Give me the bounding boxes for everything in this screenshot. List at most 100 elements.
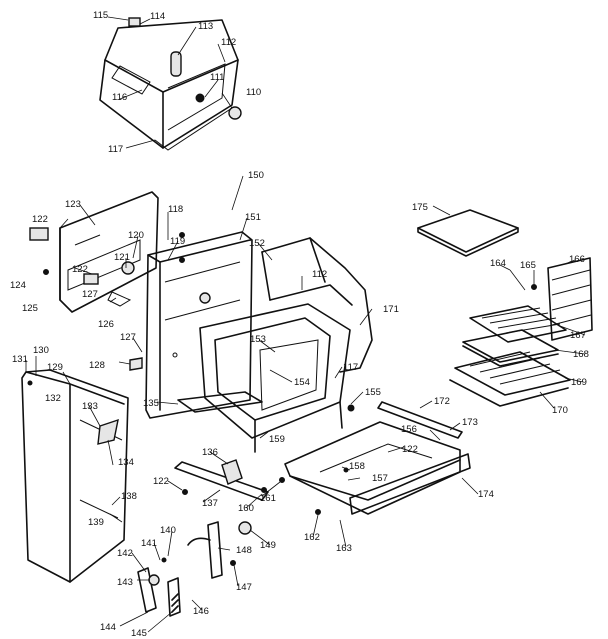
bottom-trim-135 <box>177 391 263 413</box>
screw-124 <box>43 269 49 275</box>
oven-wrapper <box>261 237 373 373</box>
label-122-panel: 122 <box>72 264 88 275</box>
oven-rack-166 <box>547 257 593 341</box>
label-168: 168 <box>573 349 589 360</box>
label-112-wrapper: 112 <box>312 269 327 280</box>
screw-119 <box>179 257 185 263</box>
label-149: 149 <box>260 540 276 551</box>
label-165: 165 <box>520 260 536 271</box>
label-151: 151 <box>245 212 261 223</box>
rail-137 <box>174 461 269 501</box>
label-123: 123 <box>65 199 81 210</box>
broiler-grid-167 <box>469 305 567 343</box>
label-173: 173 <box>462 417 478 428</box>
label-111: 111 <box>210 72 224 83</box>
label-122-clock: 122 <box>32 214 48 225</box>
label-134: 134 <box>118 457 134 468</box>
label-160: 160 <box>238 503 254 514</box>
label-140: 140 <box>160 525 176 536</box>
bracket-126 <box>107 291 132 307</box>
label-166: 166 <box>569 254 585 265</box>
label-153: 153 <box>250 334 266 345</box>
label-154: 154 <box>294 377 310 388</box>
screw-165 <box>531 284 537 290</box>
label-125: 125 <box>22 303 38 314</box>
label-142: 142 <box>117 548 133 559</box>
label-132: 132 <box>45 393 61 404</box>
label-174: 174 <box>478 489 494 500</box>
label-126: 126 <box>98 319 114 330</box>
label-114: 114 <box>150 11 165 22</box>
label-148: 148 <box>236 545 252 556</box>
screw-118 <box>179 232 185 238</box>
screw-122 <box>182 489 188 495</box>
label-127-panel: 127 <box>82 289 98 300</box>
screw-161 <box>279 477 285 483</box>
label-131: 131 <box>12 354 28 365</box>
label-113: 113 <box>198 21 213 32</box>
label-138: 138 <box>121 491 137 502</box>
label-122-rail: 122 <box>153 476 169 487</box>
spring-145 <box>171 593 179 613</box>
label-122-drawer: 122 <box>402 444 418 455</box>
wire-164 <box>509 269 526 291</box>
side-panel <box>21 369 129 583</box>
label-146: 146 <box>193 606 209 617</box>
oven-rack-169 <box>454 351 571 396</box>
label-124: 124 <box>10 280 26 291</box>
label-112: 112 <box>221 37 236 48</box>
label-164: 164 <box>490 258 506 269</box>
label-156: 156 <box>401 424 417 435</box>
label-163: 163 <box>336 543 352 554</box>
label-115: 115 <box>93 10 108 21</box>
screw-162 <box>315 509 321 515</box>
leader-lines <box>25 16 586 633</box>
label-127: 127 <box>120 332 136 343</box>
label-117-liner: 117 <box>343 362 358 373</box>
label-130: 130 <box>33 345 49 356</box>
label-119: 119 <box>170 236 185 247</box>
rack-170 <box>449 379 569 407</box>
oven-body-frame <box>145 231 253 419</box>
label-117: 117 <box>108 144 123 155</box>
label-152: 152 <box>249 238 265 249</box>
leveler-149 <box>238 521 252 535</box>
label-157: 157 <box>372 473 388 484</box>
hinge-parts <box>137 521 236 617</box>
label-135: 135 <box>143 398 159 409</box>
storage-drawer <box>284 421 471 515</box>
label-161: 161 <box>260 493 276 504</box>
label-118: 118 <box>168 204 183 215</box>
label-145: 145 <box>131 628 147 639</box>
label-128: 128 <box>89 360 105 371</box>
main-top-assembly <box>99 17 242 151</box>
label-170: 170 <box>552 405 568 416</box>
label-158: 158 <box>349 461 365 472</box>
panel-175-edge <box>417 227 519 257</box>
label-133: 133 <box>82 401 98 412</box>
label-150: 150 <box>248 170 264 181</box>
part-labels: 115 114 113 112 111 110 116 117 150 151 … <box>10 10 589 639</box>
label-110: 110 <box>246 87 261 98</box>
label-159: 159 <box>269 434 285 445</box>
clock-plate <box>29 227 49 241</box>
label-120: 120 <box>128 230 144 241</box>
label-141: 141 <box>141 538 157 549</box>
label-155: 155 <box>365 387 381 398</box>
label-139: 139 <box>88 517 104 528</box>
label-175: 175 <box>412 202 428 213</box>
label-171: 171 <box>383 304 399 315</box>
label-147: 147 <box>236 582 252 593</box>
bracket-128 <box>129 357 143 371</box>
bracket-136 <box>221 459 243 485</box>
label-116: 116 <box>112 92 127 103</box>
label-167: 167 <box>570 330 586 341</box>
label-143: 143 <box>117 577 133 588</box>
label-169: 169 <box>571 377 587 388</box>
label-137: 137 <box>202 498 218 509</box>
panel-175 <box>417 209 519 253</box>
label-144: 144 <box>100 622 116 633</box>
drawer-slide-172 <box>377 401 463 439</box>
